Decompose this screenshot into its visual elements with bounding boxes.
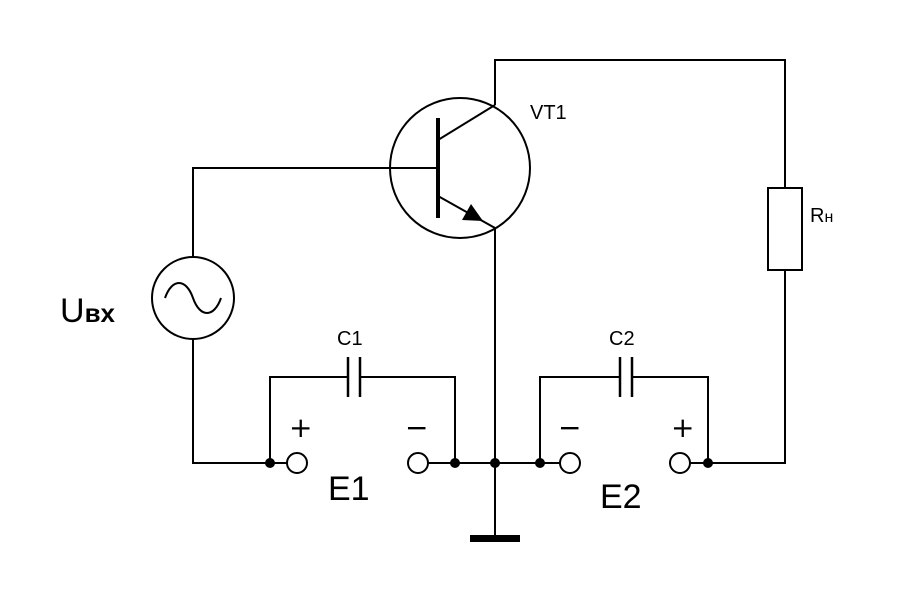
e1-plus-sign: + — [289, 411, 312, 444]
ac-source — [151, 256, 235, 340]
c2-right-wire — [632, 376, 709, 463]
e2-plus-terminal — [669, 452, 691, 474]
transistor-label: VT1 — [530, 102, 567, 124]
junction-dot — [265, 458, 275, 468]
e1-minus-sign: − — [405, 411, 428, 444]
source-to-e1-wire — [192, 339, 270, 464]
e1-plus-terminal — [286, 452, 308, 474]
input-source-label-main: U — [60, 292, 85, 330]
base-to-source-wire — [192, 167, 440, 258]
load-resistor-label-sub: н — [824, 209, 833, 226]
transistor-vt1 — [389, 97, 531, 239]
capacitor-c1-label: C1 — [337, 328, 363, 350]
junction-dot — [490, 458, 500, 468]
e2-minus-terminal — [559, 452, 581, 474]
input-source-label-sub: вх — [85, 298, 116, 328]
e2-plus-sign: + — [671, 411, 694, 444]
load-resistor-label-main: R — [810, 205, 824, 227]
collector-to-load-wire — [494, 59, 786, 188]
load-to-e2-wire — [708, 270, 786, 464]
junction-dots — [265, 458, 713, 468]
battery-e1-label: E1 — [328, 470, 370, 508]
junction-dot — [450, 458, 460, 468]
emitter-arrow-icon — [462, 204, 483, 221]
transistor-body — [389, 97, 531, 239]
e1-minus-terminal — [407, 452, 429, 474]
load-resistor — [767, 187, 803, 271]
c1-left-wire — [269, 376, 348, 463]
capacitor-c1 — [346, 357, 362, 397]
junction-dot — [703, 458, 713, 468]
capacitor-c2-label: C2 — [609, 328, 635, 350]
c1-right-wire — [360, 376, 456, 463]
capacitor-c2 — [618, 357, 634, 397]
ground-symbol — [470, 535, 520, 542]
e2-minus-sign: − — [558, 411, 581, 444]
load-resistor-label: Rн — [810, 205, 833, 227]
junction-dot — [535, 458, 545, 468]
sine-wave-icon — [164, 282, 222, 314]
c2-left-wire — [539, 376, 620, 463]
input-source-label: Uвх — [60, 292, 116, 330]
ac-source-body — [151, 256, 235, 340]
transistor-collector — [437, 104, 496, 141]
battery-e2-label: E2 — [600, 478, 642, 516]
